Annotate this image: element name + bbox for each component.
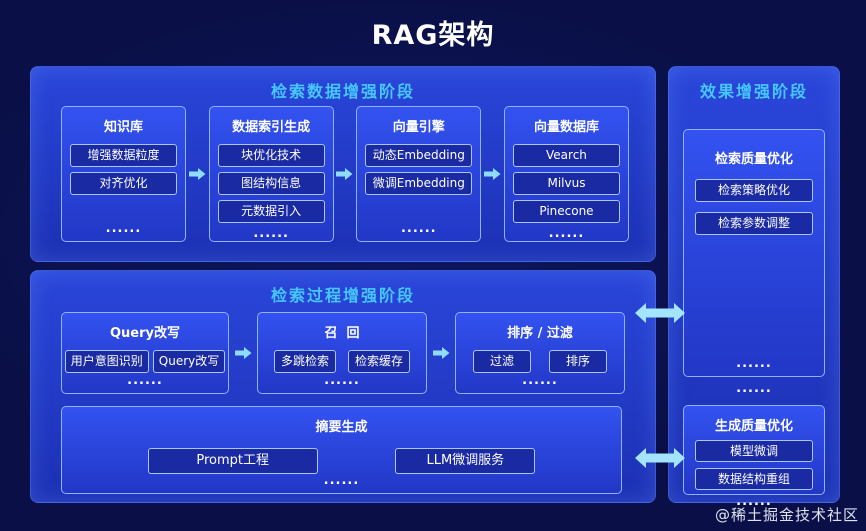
arrow-left-right-icon bbox=[635, 448, 685, 468]
ellipsis: ...... bbox=[400, 221, 437, 236]
arrow-right-icon bbox=[484, 168, 501, 180]
item-box: 检索参数调整 bbox=[695, 212, 813, 235]
item-box: 对齐优化 bbox=[70, 172, 177, 195]
item-box: 数据结构重组 bbox=[695, 468, 813, 490]
stage2-groups: Query改写 用户意图识别 Query改写 ...... 召 回 多跳检索 检… bbox=[61, 312, 625, 394]
arrow-right-icon bbox=[336, 168, 353, 180]
item-box: 动态Embedding bbox=[365, 144, 473, 167]
arrow-right-icon bbox=[432, 347, 449, 359]
stage3-title: 效果增强阶段 bbox=[699, 82, 808, 101]
vector-engine-card: 向量引擎 动态Embedding 微调Embedding ...... bbox=[356, 106, 482, 242]
summary-generation-card: 摘要生成 Prompt工程 LLM微调服务 ...... bbox=[61, 406, 622, 494]
ellipsis: ...... bbox=[323, 473, 360, 488]
item-box: Vearch bbox=[512, 144, 620, 167]
ellipsis: ...... bbox=[522, 373, 558, 388]
card-title: 向量数据库 bbox=[533, 120, 599, 135]
ellipsis: ...... bbox=[127, 373, 163, 388]
item-box: 元数据引入 bbox=[217, 200, 325, 223]
card-title: 向量引擎 bbox=[392, 120, 445, 135]
arrow-right-icon bbox=[234, 347, 251, 359]
item-box: Query改写 bbox=[152, 350, 226, 373]
item-box: 图结构信息 bbox=[217, 172, 325, 195]
item-box: 检索缓存 bbox=[348, 350, 410, 373]
generation-quality-card: 生成质量优化 模型微调 数据结构重组 ...... bbox=[683, 405, 825, 508]
card-title: 摘要生成 bbox=[315, 420, 368, 435]
knowledge-base-card: 知识库 增强数据粒度 对齐优化 ...... bbox=[61, 106, 186, 242]
item-row: 过滤 排序 bbox=[464, 350, 616, 373]
card-title: 检索质量优化 bbox=[714, 152, 793, 167]
query-rewrite-card: Query改写 用户意图识别 Query改写 ...... bbox=[61, 312, 229, 394]
stage-effect-panel: 效果增强阶段 检索质量优化 检索策略优化 检索参数调整 ...... .....… bbox=[668, 66, 840, 508]
ellipsis: ...... bbox=[736, 381, 772, 396]
stage1-title: 检索数据增强阶段 bbox=[270, 82, 415, 101]
vector-database-card: 向量数据库 Vearch Milvus Pinecone ...... bbox=[503, 106, 629, 242]
item-row: 用户意图识别 Query改写 bbox=[64, 350, 226, 373]
sort-filter-card: 排序 / 过滤 过滤 排序 ...... bbox=[455, 312, 625, 394]
item-box: 过滤 bbox=[473, 350, 531, 373]
item-box: 微调Embedding bbox=[365, 172, 473, 195]
item-box: 检索策略优化 bbox=[695, 179, 813, 202]
recall-card: 召 回 多跳检索 检索缓存 ...... bbox=[257, 312, 427, 394]
card-title: 生成质量优化 bbox=[714, 419, 793, 434]
ellipsis: ...... bbox=[253, 226, 289, 241]
item-box: 用户意图识别 bbox=[64, 350, 149, 373]
data-index-card: 数据索引生成 块优化技术 图结构信息 元数据引入 ...... bbox=[208, 106, 334, 242]
item-row: 多跳检索 检索缓存 bbox=[266, 350, 418, 373]
ellipsis: ...... bbox=[736, 356, 772, 371]
arrow-right-icon bbox=[188, 168, 206, 180]
item-box: Pinecone bbox=[512, 200, 620, 223]
ellipsis: ...... bbox=[105, 221, 142, 236]
card-title: 召 回 bbox=[324, 326, 360, 341]
item-box: Prompt工程 bbox=[147, 448, 318, 474]
item-box: 模型微调 bbox=[695, 440, 813, 462]
card-title: 数据索引生成 bbox=[232, 120, 311, 135]
card-title: 排序 / 过滤 bbox=[507, 326, 573, 341]
retrieval-quality-card: 检索质量优化 检索策略优化 检索参数调整 ...... bbox=[683, 129, 825, 377]
card-title: Query改写 bbox=[109, 326, 180, 341]
stage-retrieval-data-panel: 检索数据增强阶段 知识库 增强数据粒度 对齐优化 ...... 数据索引生成 块… bbox=[30, 66, 656, 262]
item-row: Prompt工程 LLM微调服务 bbox=[70, 448, 613, 474]
item-box: LLM微调服务 bbox=[395, 448, 536, 474]
page-title: RAG架构 bbox=[371, 20, 495, 51]
card-title: 知识库 bbox=[103, 120, 143, 135]
item-box: 块优化技术 bbox=[217, 144, 325, 167]
stage-retrieval-process-panel: 检索过程增强阶段 Query改写 用户意图识别 Query改写 ...... 召… bbox=[30, 270, 656, 503]
item-box: 排序 bbox=[549, 350, 607, 373]
ellipsis: ...... bbox=[736, 494, 772, 509]
ellipsis: ...... bbox=[548, 226, 585, 241]
arrow-left-right-icon bbox=[635, 303, 685, 323]
ellipsis: ...... bbox=[324, 373, 360, 388]
item-box: Milvus bbox=[512, 172, 620, 195]
item-box: 多跳检索 bbox=[274, 350, 336, 373]
stage1-columns: 知识库 增强数据粒度 对齐优化 ...... 数据索引生成 块优化技术 图结构信… bbox=[61, 106, 629, 242]
watermark: @稀土掘金技术社区 bbox=[714, 506, 859, 524]
stage2-title: 检索过程增强阶段 bbox=[270, 286, 415, 305]
item-box: 增强数据粒度 bbox=[70, 144, 177, 167]
